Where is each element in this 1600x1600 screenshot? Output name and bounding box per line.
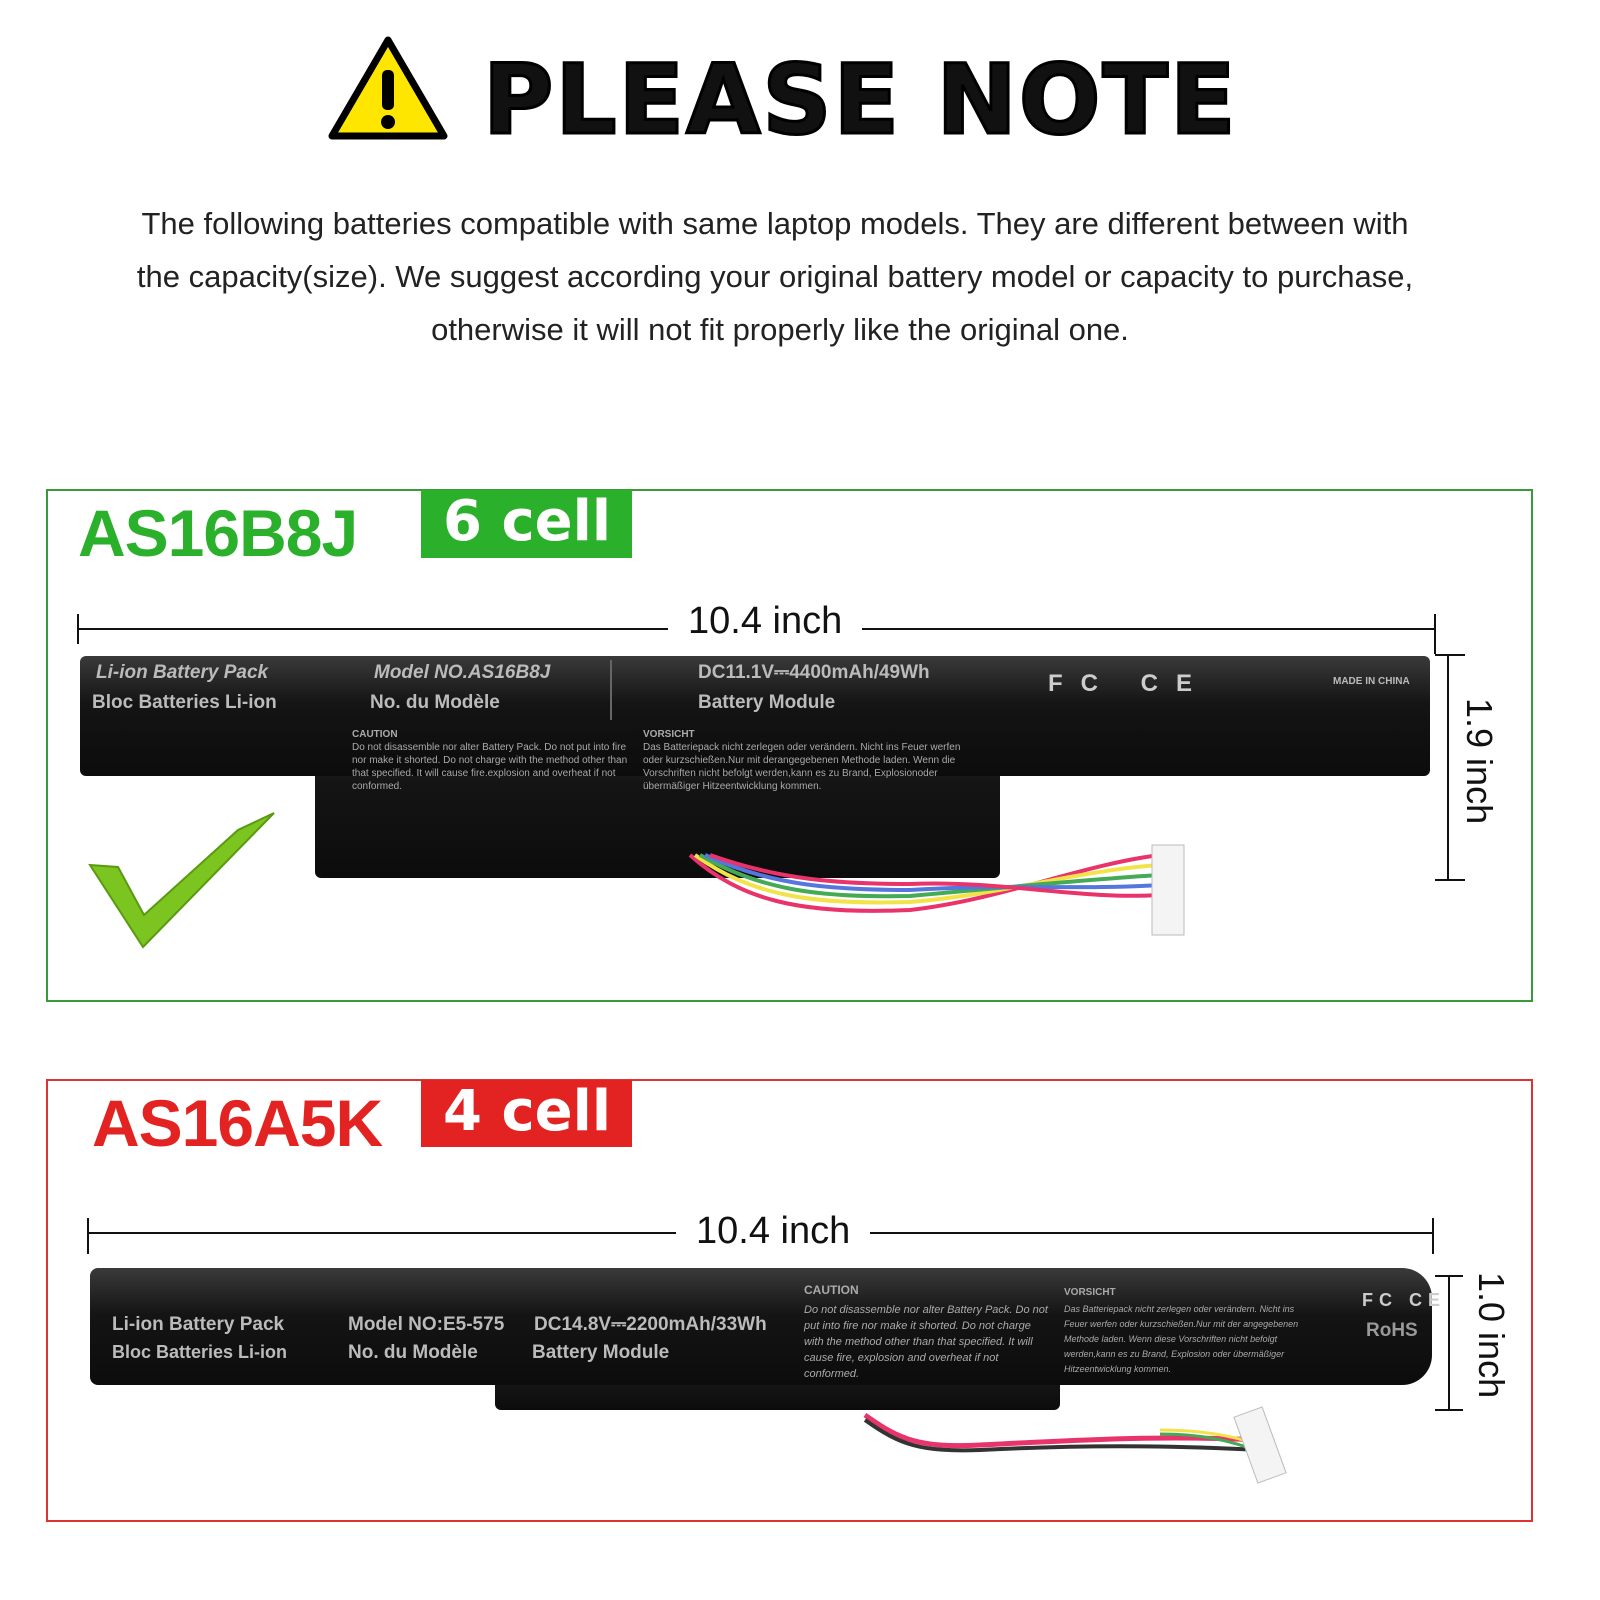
certification-icons: FC CE <box>1048 670 1210 697</box>
made-in-text: MADE IN CHINA <box>1333 676 1410 687</box>
spec-text: DC14.8V⎓2200mAh/33Wh <box>534 1314 767 1335</box>
page-title: PLEASE NOTE <box>482 43 1238 158</box>
l1-text: Li-ion Battery Pack <box>112 1314 285 1335</box>
battery-image-as16a5k: Li-ion Battery Pack Bloc Batteries Li-io… <box>90 1268 1440 1385</box>
notice-line-1: The following batteries compatible with … <box>141 206 1409 241</box>
battery-card-as16a5k <box>46 1079 1533 1522</box>
caution-title-text: CAUTION <box>804 1283 859 1297</box>
caution-text: Do not disassemble nor alter Battery Pac… <box>352 742 628 792</box>
checkmark-icon <box>88 812 275 949</box>
model-no-text: Model NO.AS16B8J <box>374 662 551 683</box>
height-label: 1.0 inch <box>1471 1272 1512 1399</box>
cell-badge: 4 cell <box>421 1080 632 1147</box>
rohs-icon: RoHS <box>1366 1320 1418 1341</box>
height-dimension-line <box>1448 1276 1450 1410</box>
l1-text: Li-ion Battery Pack <box>96 662 269 683</box>
module-text: Battery Module <box>532 1342 670 1363</box>
connector-cable-icon <box>863 1406 1287 1484</box>
height-dimension-line <box>1447 655 1449 880</box>
module-text: Battery Module <box>698 692 836 713</box>
l2-text: Bloc Batteries Li-ion <box>112 1342 288 1362</box>
vorsicht-title-text: VORSICHT <box>643 729 695 740</box>
caution-title-text: CAUTION <box>352 729 398 740</box>
vorsicht-title-text: VORSICHT <box>1064 1287 1116 1298</box>
spec-text: DC11.1V⎓4400mAh/49Wh <box>698 662 930 683</box>
model-name: AS16B8J <box>78 496 358 570</box>
model-fr-text: No. du Modèle <box>348 1342 478 1363</box>
model-no-text: Model NO:E5-575 <box>348 1314 505 1335</box>
notice-line-2: the capacity(size). We suggest according… <box>136 259 1414 294</box>
battery-card-as16b8j <box>46 489 1533 1002</box>
caution-text: Do not disassemble nor alter Battery Pac… <box>804 1304 1048 1380</box>
vorsicht-text: Das Batteriepack nicht zerlegen oder ver… <box>1064 1304 1299 1374</box>
battery-image-as16b8j: Li-ion Battery Pack Bloc Batteries Li-io… <box>80 656 1430 792</box>
model-name: AS16A5K <box>92 1086 383 1160</box>
vorsicht-text: Das Batteriepack nicht zerlegen oder ver… <box>643 742 961 792</box>
cell-badge: 6 cell <box>421 490 632 558</box>
length-label: 10.4 inch <box>676 1210 871 1253</box>
certification-icons: FC CE <box>1362 1290 1446 1310</box>
warning-triangle-icon <box>328 36 448 140</box>
height-label: 1.9 inch <box>1459 698 1500 825</box>
length-label: 10.4 inch <box>668 600 863 643</box>
l2-text: Bloc Batteries Li-ion <box>92 692 277 713</box>
model-fr-text: No. du Modèle <box>370 692 500 713</box>
notice-line-3: otherwise it will not fit properly like … <box>431 312 1129 347</box>
connector-cable-icon <box>688 844 1185 936</box>
